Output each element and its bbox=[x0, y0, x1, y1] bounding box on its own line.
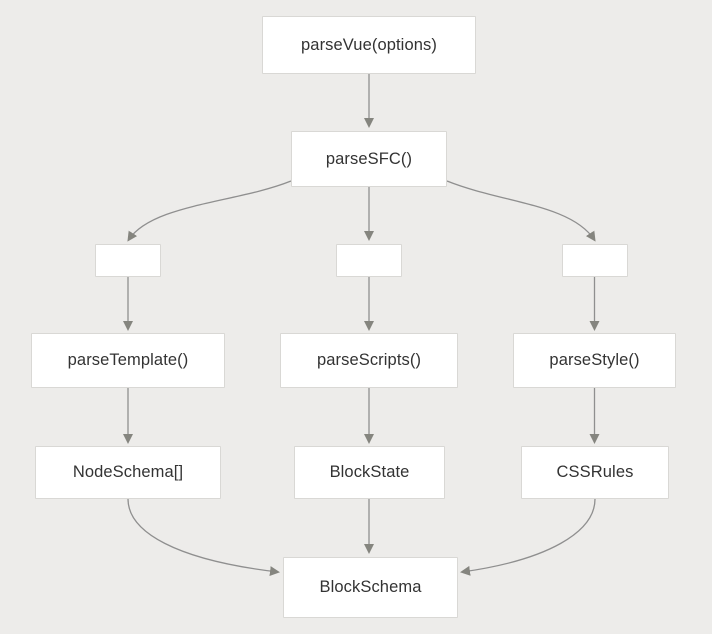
node-parse-scripts: parseScripts() bbox=[280, 333, 458, 388]
node-css-rules: CSSRules bbox=[521, 446, 669, 499]
edge-nodeschema-to-blockschema bbox=[127, 498, 280, 577]
node-parse-vue: parseVue(options) bbox=[262, 16, 476, 74]
edge-parsesfc-to-branch-template bbox=[127, 180, 292, 242]
node-node-schema: NodeSchema[] bbox=[35, 446, 221, 499]
edge-cssrules-to-blockschema bbox=[460, 498, 596, 576]
node-branch-template bbox=[95, 244, 161, 277]
edge-parsesfc-to-branch-style bbox=[446, 180, 596, 242]
node-parse-style: parseStyle() bbox=[513, 333, 676, 388]
node-branch-style bbox=[562, 244, 628, 277]
node-block-schema: BlockSchema bbox=[283, 557, 458, 618]
node-block-state: BlockState bbox=[294, 446, 445, 499]
node-branch-script bbox=[336, 244, 402, 277]
node-parse-template: parseTemplate() bbox=[31, 333, 225, 388]
node-parse-sfc: parseSFC() bbox=[291, 131, 447, 187]
